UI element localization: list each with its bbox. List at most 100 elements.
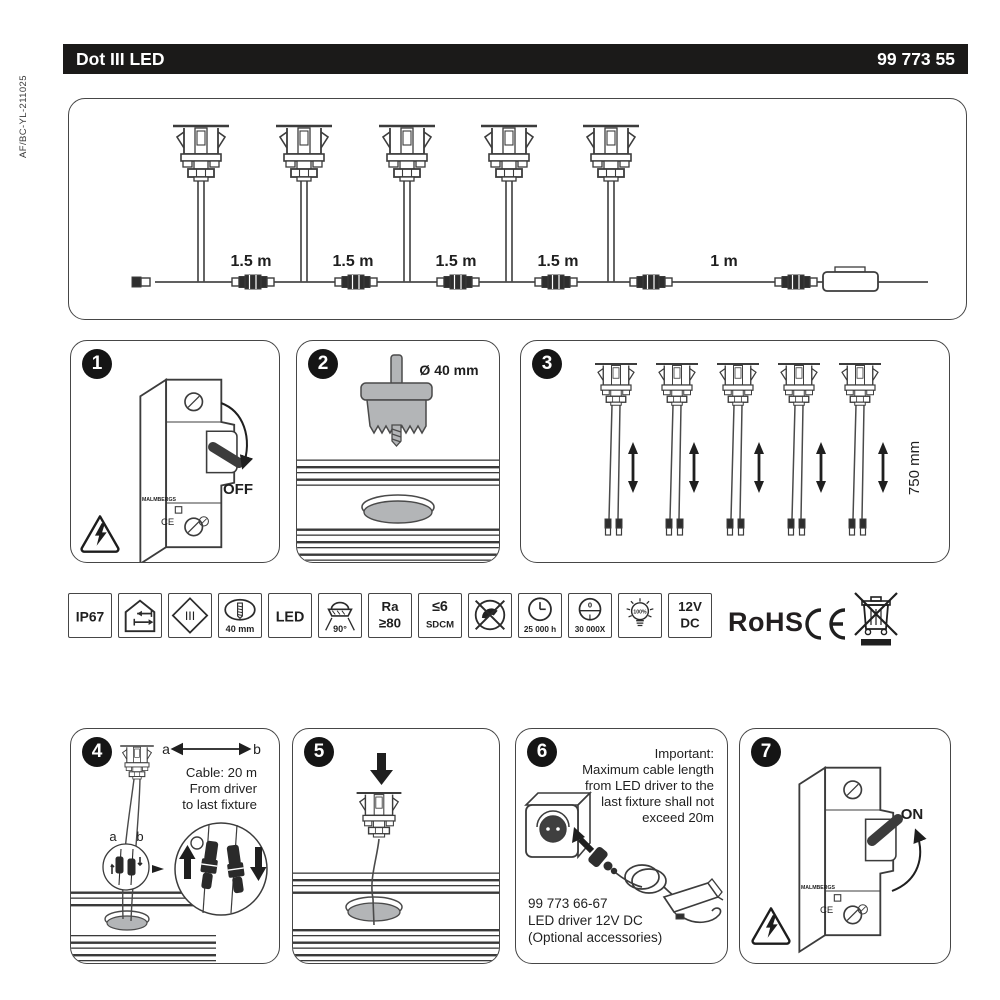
fixture-stems [197, 181, 615, 282]
class-iii-label: III [185, 609, 195, 623]
segment-length-label: 1.5 m [538, 253, 579, 270]
step-number-badge: 5 [304, 737, 334, 767]
step-4-panel: 4 a b Cable: 20 m From driver to last fi… [70, 728, 280, 964]
step-number-badge: 6 [527, 737, 557, 767]
cri-label-line1: Ra [381, 599, 399, 614]
deck-hole [106, 915, 148, 931]
switch-icon: 0 I 30 000X [575, 597, 606, 634]
segment-length-label: 1 m [710, 253, 738, 270]
cutout-icon: 40 mm [224, 598, 256, 634]
connector-detail-illustration: a b Cable: 20 m From driver to last fixt… [71, 741, 268, 963]
cable-a [122, 778, 135, 920]
small-connectors [110, 848, 143, 886]
clock-icon: 25 000 h [524, 597, 556, 634]
spec-icon-class-iii: III [168, 593, 212, 638]
breaker-ce-text: CE [820, 905, 833, 916]
spec-icon-switch-cycles: 0 I 30 000X [568, 593, 612, 638]
spec-icon-led: LED [268, 593, 312, 638]
rohs-mark: RoHS [728, 607, 804, 637]
label-b-lower: b [136, 829, 143, 844]
spec-icon-cri: Ra ≥80 [368, 593, 412, 638]
sdcm-label-line1: ≤6 [432, 599, 448, 615]
inline-connector [334, 274, 378, 290]
breaker-lever-up [867, 814, 903, 846]
spec-icon-beam-angle: 90° [318, 593, 362, 638]
spec-icon-voltage: 12V DC [668, 593, 712, 638]
electrical-hazard-icon [751, 907, 791, 945]
inline-connector [231, 274, 275, 290]
unlock-ring-icon [190, 836, 204, 850]
spec-icon-indoor-outdoor [118, 593, 162, 638]
breaker-off-illustration: MALMBERGS CE OFF [80, 378, 254, 562]
led-label: LED [276, 610, 305, 626]
push-down-arrow [370, 753, 393, 785]
recessed-fixture-2 [274, 124, 334, 183]
document-code: AF/BC-YL-211025 [18, 75, 29, 158]
adjust-arrows [628, 442, 888, 493]
inline-connector [629, 274, 673, 290]
svg-text:0: 0 [588, 600, 592, 609]
cable-end-connectors [604, 518, 867, 536]
beam-angle-icon: 90° [325, 601, 355, 634]
step-2-panel: 2 Ø 40 mm [296, 340, 500, 563]
important-line3: from LED driver to the [585, 778, 714, 793]
zoomed-connectors [179, 824, 267, 914]
wiring-diagram-illustration: 1.5 m 1.5 m 1.5 m 1.5 m 1 m [131, 124, 928, 292]
spec-icon-cutout: 40 mm [218, 593, 262, 638]
lifetime-label: 25 000 h [524, 625, 556, 634]
step-5-panel: 5 [292, 728, 500, 964]
cable-note-line3: to last fixture [182, 797, 257, 812]
zoom-pointer-arrow [152, 865, 164, 873]
breaker-lever-down [208, 442, 244, 468]
step-7-panel: 7 MALMBERGS CE ON [739, 728, 951, 964]
hole-saw-shank [390, 354, 403, 386]
driver-connection-illustration: Important: Maximum cable length from LED… [524, 746, 724, 945]
instant-label: 100% [633, 609, 647, 615]
spec-icon-instant-light: 100% [618, 593, 662, 638]
bulb-icon: 100% [626, 598, 654, 627]
step-number-badge: 7 [751, 737, 781, 767]
step-3-panel: 3 [520, 340, 950, 563]
recessed-fixture-1 [171, 124, 231, 183]
header-bar: Dot III LED 99 773 55 [63, 44, 968, 74]
connector-zoom-source-circle [102, 843, 150, 891]
breaker-brand: MALMBERGS [142, 497, 177, 503]
insert-fixture-illustration [293, 753, 499, 963]
segment-length-label: 1.5 m [333, 253, 374, 270]
important-line5: exceed 20m [642, 810, 714, 825]
switch-cycles-label: 30 000X [575, 625, 606, 634]
wiring-diagram-panel: 1.5 m 1.5 m 1.5 m 1.5 m 1 m [68, 98, 967, 320]
cable-note-line2: From driver [190, 781, 258, 796]
fixture [355, 791, 403, 839]
fixture-cable [371, 838, 380, 926]
product-title: Dot III LED [76, 48, 165, 69]
label-a: a [162, 741, 170, 757]
hole-saw-illustration: Ø 40 mm [297, 354, 499, 562]
recessed-fixture-3 [377, 124, 437, 183]
voltage-label-line2: DC [680, 615, 700, 630]
class-iii-icon: III [171, 597, 209, 634]
inline-connector [436, 274, 480, 290]
recessed-fixture-4 [479, 124, 539, 183]
end-cap-connector [131, 276, 151, 288]
weee-bin-icon [854, 592, 898, 646]
spec-icon-ip67: IP67 [68, 593, 112, 638]
led-driver-box [662, 878, 724, 924]
fixture-cables-illustration: 750 mm [594, 363, 923, 536]
drilled-hole [363, 500, 433, 524]
accessory-line1: 99 773 66-67 [528, 896, 608, 911]
cable-length-label: 750 mm [906, 441, 923, 495]
led-driver [822, 266, 879, 292]
house-icon [124, 599, 156, 633]
turn-off-arrow [220, 402, 254, 470]
sdcm-label-line2: SDCM [426, 619, 454, 630]
inline-connector [774, 274, 818, 290]
hole-saw-cap [360, 382, 433, 401]
spec-icon-lifetime: 25 000 h [518, 593, 562, 638]
accessory-line3: (Optional accessories) [528, 930, 662, 945]
label-a-lower: a [109, 829, 117, 844]
segment-length-label: 1.5 m [231, 253, 272, 270]
accessory-line2: LED driver 12V DC [528, 913, 643, 928]
step-number-badge: 1 [82, 349, 112, 379]
hanging-fixtures [594, 363, 882, 536]
